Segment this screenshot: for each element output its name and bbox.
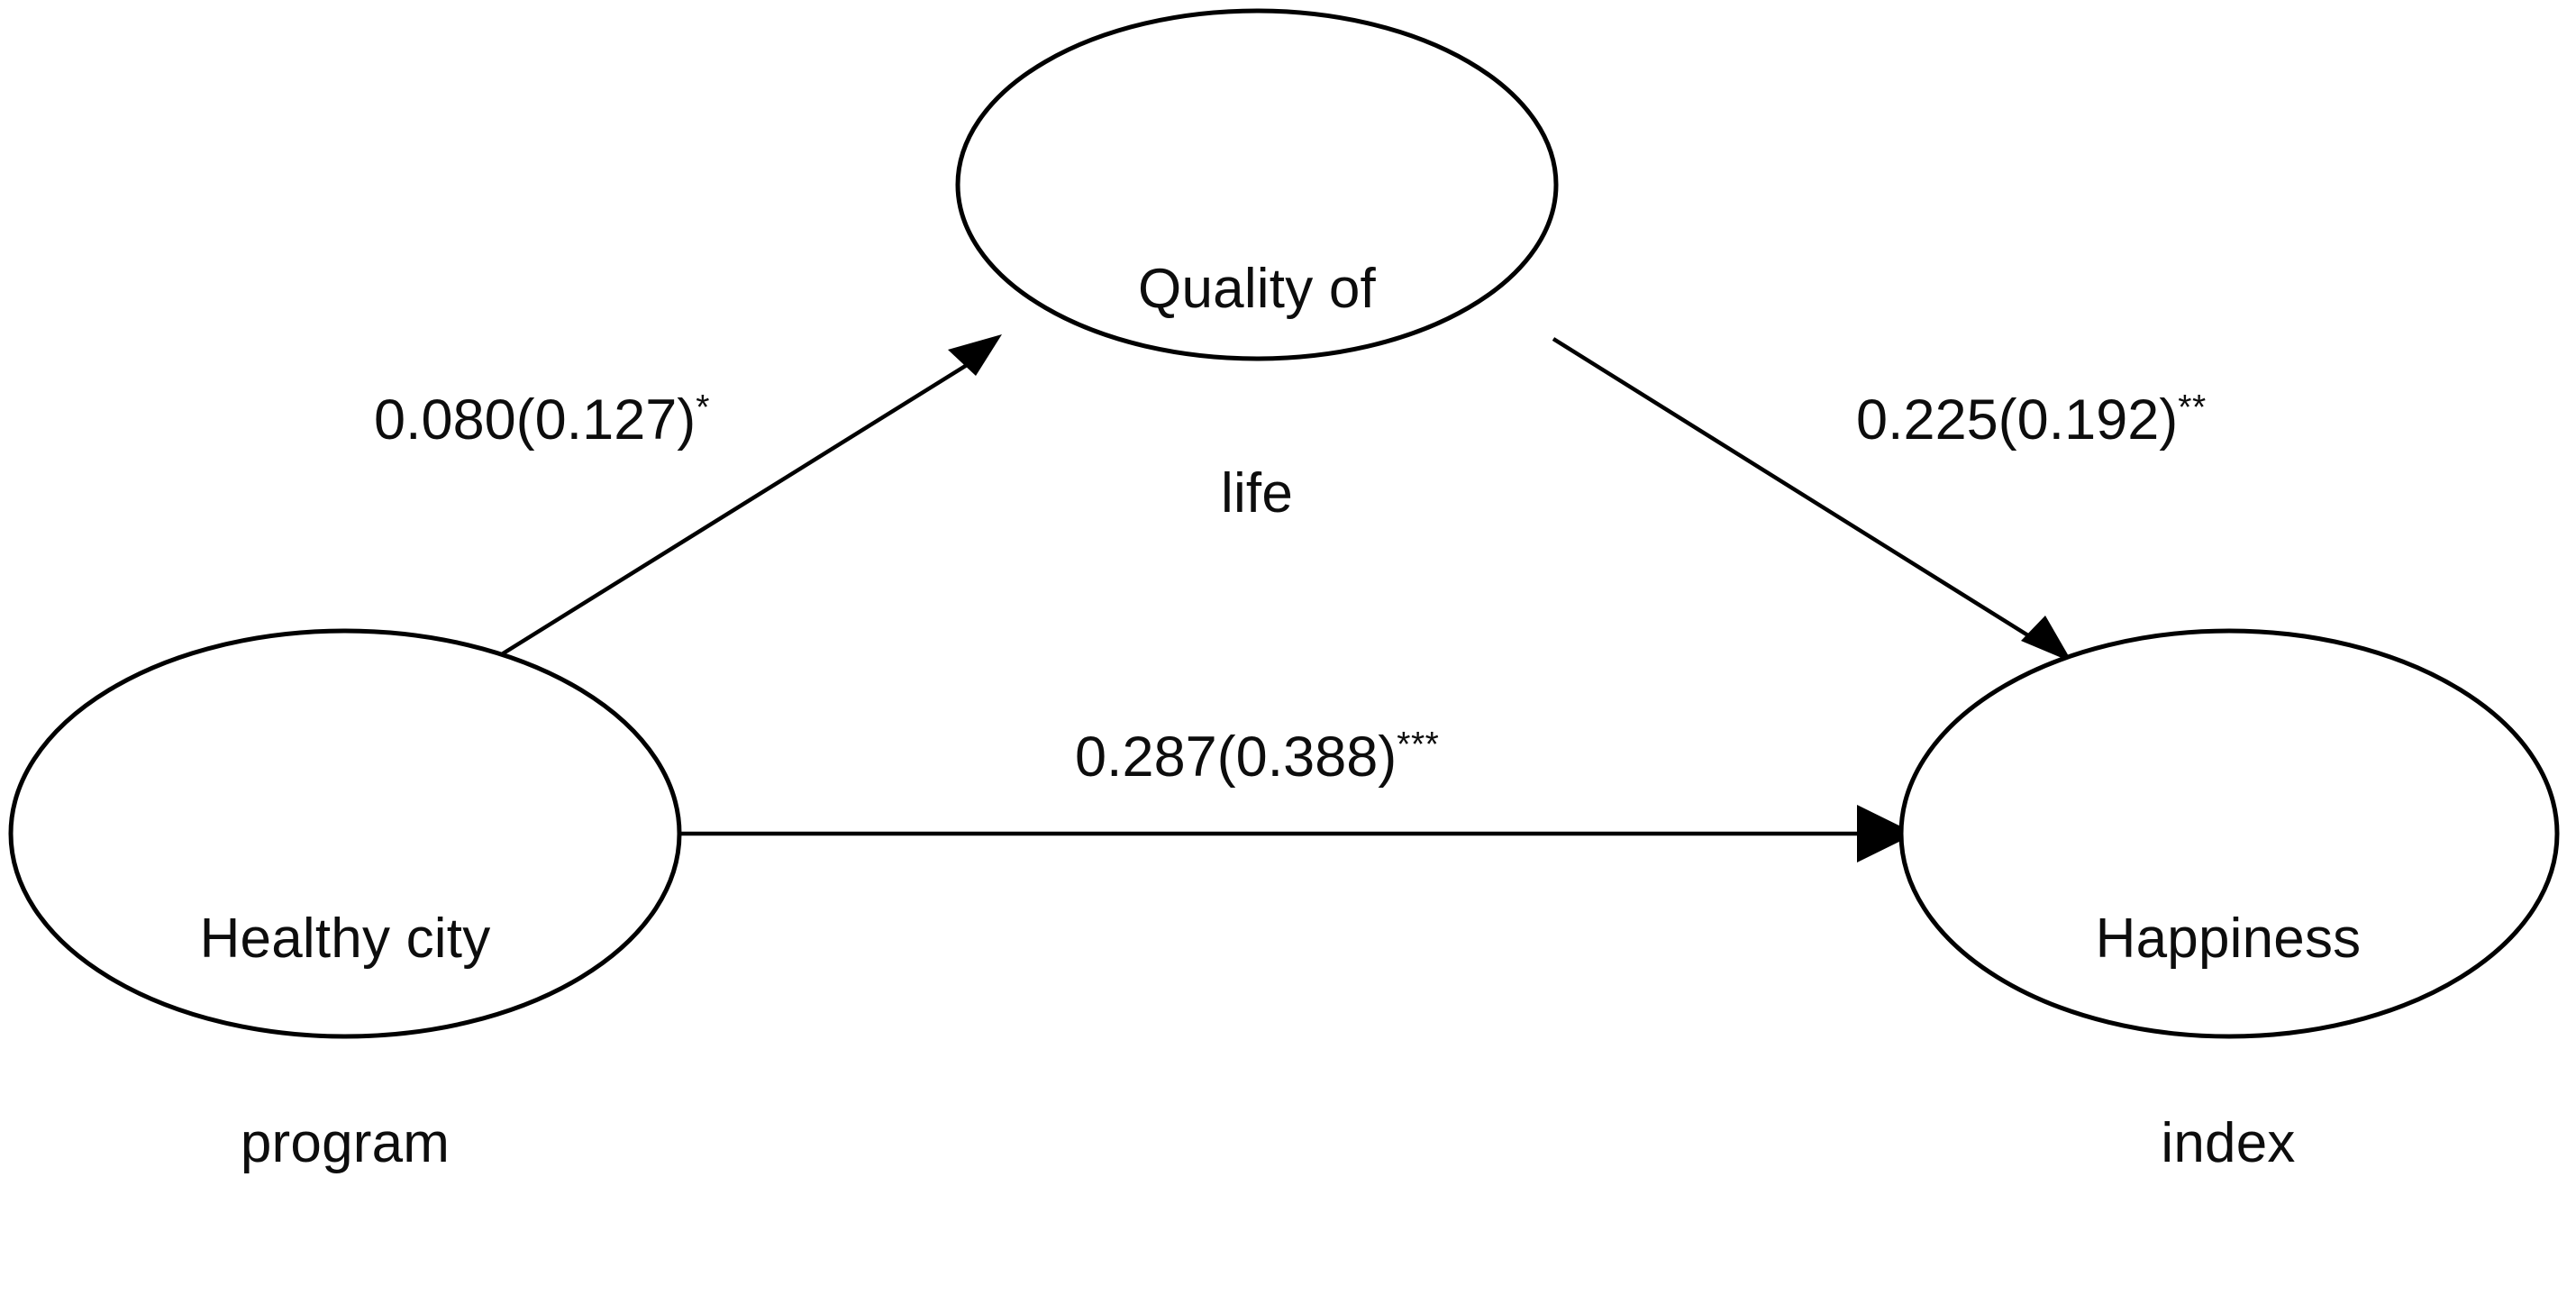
path-diagram-canvas: Quality of life Healthy city program Hap…	[8, 8, 2560, 1175]
edge-c-arrowhead-icon	[1857, 805, 1916, 862]
edge-a-line	[496, 351, 988, 659]
edge-label-quality-of-life-to-happiness-index: 0.225(0.192)**	[1856, 388, 2207, 452]
path-diagram-svg	[8, 8, 2560, 1039]
edge-b-significance: **	[2178, 388, 2207, 427]
edge-c-coefficient: 0.287	[1075, 725, 1217, 789]
edge-a-coefficient: 0.080	[374, 388, 516, 452]
node-label-line2: program	[240, 1112, 451, 1175]
node-healthy-city-program[interactable]	[8, 628, 682, 1039]
edge-quality-of-life-to-happiness-index	[1552, 337, 2072, 662]
edge-b-standardized: (0.192)	[1998, 388, 2179, 452]
edge-a-standardized: (0.127)	[515, 388, 696, 452]
edge-label-healthy-city-to-quality-of-life: 0.080(0.127)*	[374, 388, 710, 452]
edge-b-line	[1552, 337, 2040, 643]
node-label-line2: index	[2161, 1112, 2296, 1175]
edge-healthy-city-to-happiness-index	[672, 805, 1916, 862]
node-happiness-index[interactable]	[1898, 628, 2560, 1039]
edge-b-coefficient: 0.225	[1856, 388, 1998, 452]
edge-c-standardized: (0.388)	[1216, 725, 1397, 789]
edge-healthy-city-to-quality-of-life	[496, 334, 1002, 659]
node-quality-of-life[interactable]	[955, 8, 1559, 361]
edge-label-healthy-city-to-happiness-index: 0.287(0.388)***	[1075, 725, 1440, 789]
edge-a-arrowhead-icon	[948, 334, 1002, 376]
edge-b-arrowhead-icon	[2021, 616, 2072, 662]
edge-a-significance: *	[696, 388, 710, 427]
edge-c-significance: ***	[1397, 725, 1440, 764]
